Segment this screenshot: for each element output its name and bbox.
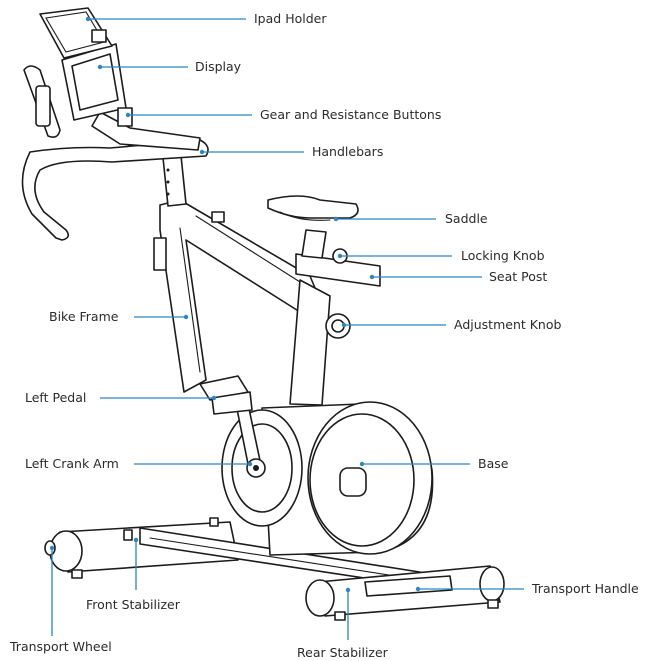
- label-seat-post: Seat Post: [489, 269, 548, 284]
- seat-assembly-shape: [267, 195, 381, 287]
- label-left-crank-arm: Left Crank Arm: [25, 456, 119, 471]
- display-shape: [61, 43, 133, 127]
- label-base: Base: [478, 456, 509, 471]
- label-ipad-holder: Ipad Holder: [254, 11, 327, 26]
- crank-and-pedal-shape: [199, 375, 266, 478]
- adjustment-knob-shape: [325, 313, 351, 339]
- label-bike-frame: Bike Frame: [49, 309, 119, 324]
- label-display: Display: [195, 59, 242, 74]
- label-rear-stabilizer: Rear Stabilizer: [297, 645, 388, 660]
- handlebars-shape: [21, 65, 225, 241]
- label-locking-knob: Locking Knob: [461, 248, 545, 263]
- leader-dots: [49, 16, 421, 593]
- leader-lines: [51, 18, 524, 640]
- label-adjustment-knob: Adjustment Knob: [454, 317, 562, 332]
- label-transport-handle: Transport Handle: [532, 581, 639, 596]
- base-shape: [221, 401, 434, 556]
- label-transport-wheel: Transport Wheel: [10, 639, 112, 654]
- label-left-pedal: Left Pedal: [25, 390, 87, 405]
- rear-stabilizer-shape: [305, 565, 505, 621]
- label-gear-and-resistance-buttons: Gear and Resistance Buttons: [260, 107, 442, 122]
- label-front-stabilizer: Front Stabilizer: [86, 597, 180, 612]
- label-saddle: Saddle: [445, 211, 488, 226]
- label-handlebars: Handlebars: [312, 144, 384, 159]
- bike-frame-shape: [153, 199, 331, 406]
- ipad-holder-shape: [39, 7, 113, 59]
- front-stabilizer-shape: [44, 517, 239, 579]
